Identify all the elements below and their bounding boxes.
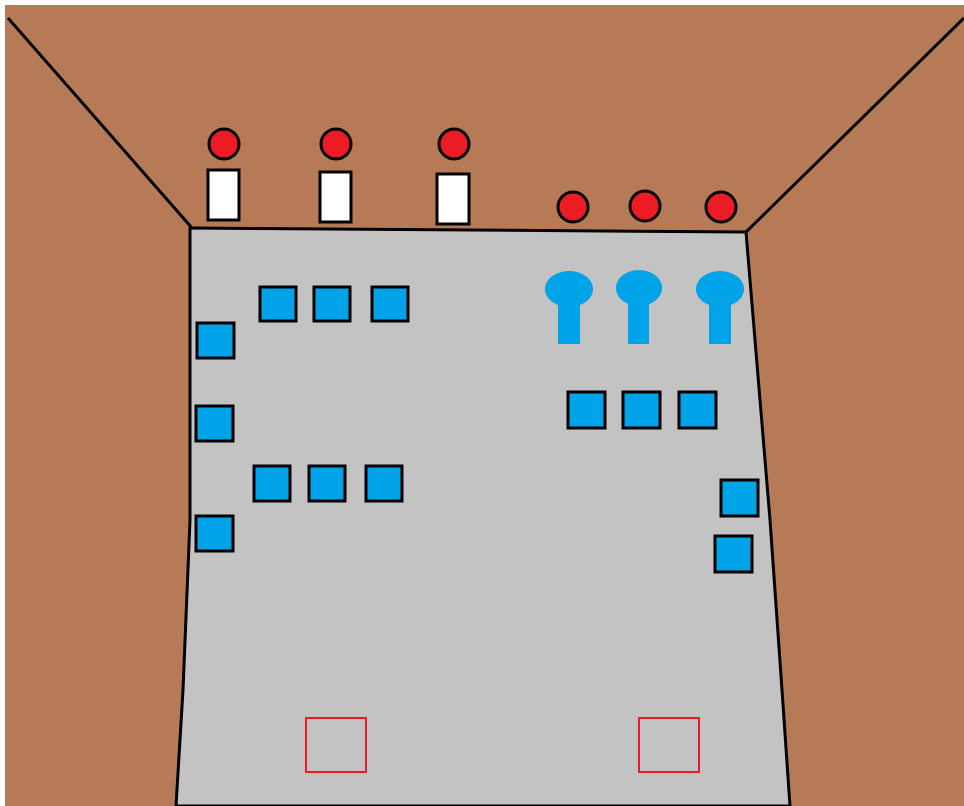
person-body-icon xyxy=(320,172,351,222)
blue-square xyxy=(314,287,350,321)
person-head-icon xyxy=(439,129,469,159)
person-head-icon xyxy=(706,192,736,222)
blue-square xyxy=(568,392,605,428)
blue-square xyxy=(309,466,345,501)
blue-square xyxy=(715,536,752,572)
blue-square xyxy=(372,287,408,321)
person-head-icon xyxy=(209,129,239,159)
blue-square xyxy=(260,287,296,321)
standing-figure xyxy=(208,129,239,220)
blue-square xyxy=(623,392,660,428)
blue-square xyxy=(679,392,716,428)
blue-square xyxy=(254,466,290,501)
standing-figure xyxy=(437,129,469,224)
person-body-icon xyxy=(208,170,239,220)
blue-square xyxy=(196,516,233,551)
person-body-icon xyxy=(437,174,469,224)
blue-square xyxy=(197,323,234,358)
blue-square xyxy=(196,406,233,441)
blue-square xyxy=(721,480,758,516)
person-head-icon xyxy=(321,129,351,159)
standing-figure xyxy=(320,129,351,222)
blue-square xyxy=(366,466,402,501)
person-head-icon xyxy=(558,192,588,222)
person-head-icon xyxy=(630,191,660,221)
